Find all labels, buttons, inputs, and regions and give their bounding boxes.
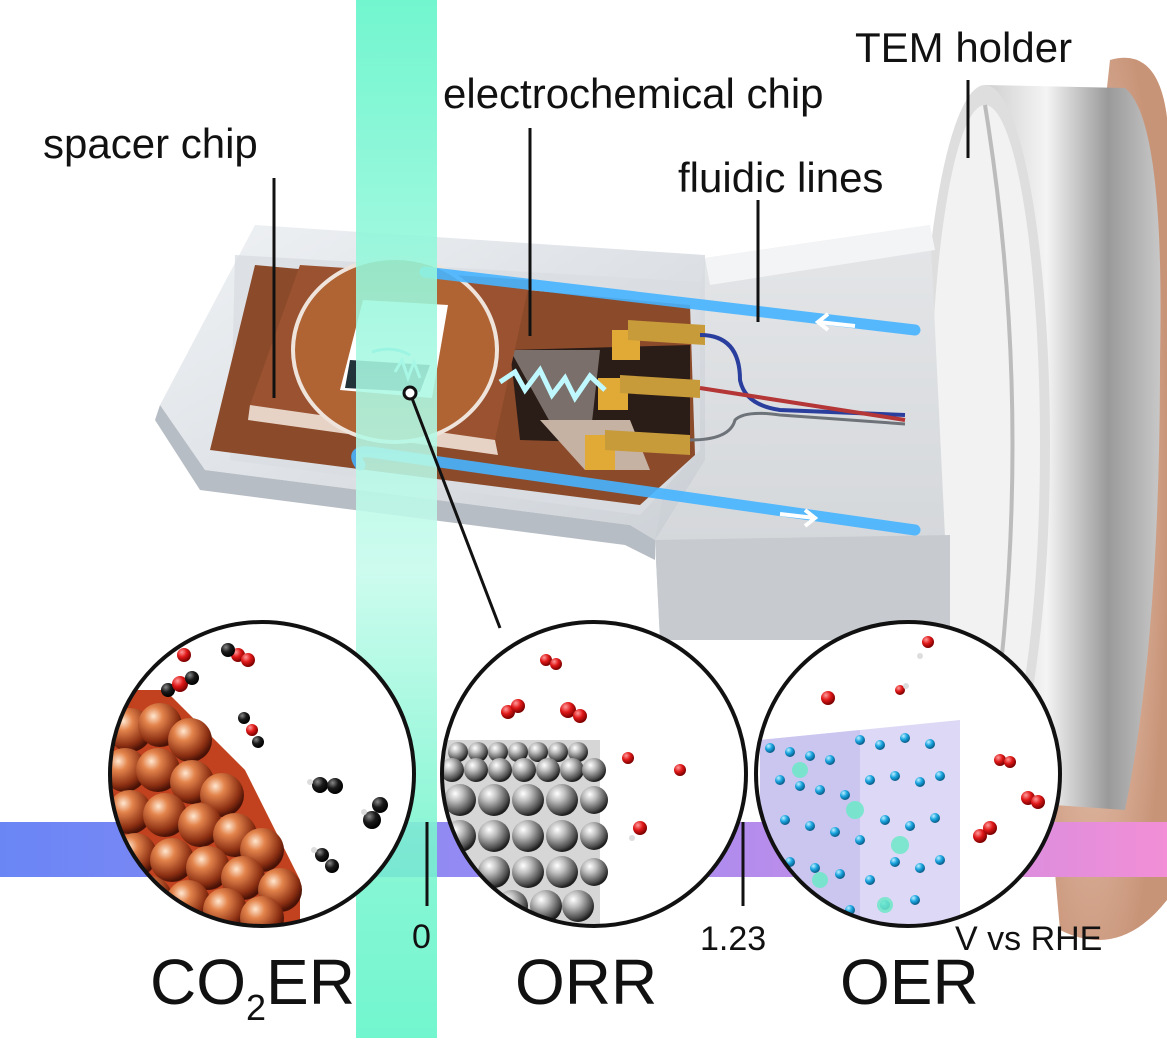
reaction-label-oer: OER bbox=[840, 946, 979, 1018]
gold-contact-pads bbox=[585, 320, 705, 470]
zoom-origin-dot bbox=[402, 385, 418, 401]
flow-arrow-in-icon bbox=[779, 508, 819, 528]
tick-label-zero: 0 bbox=[412, 918, 431, 956]
signal-squiggle bbox=[498, 365, 607, 403]
label-spacer-chip: spacer chip bbox=[43, 120, 258, 167]
label-tem-holder: TEM holder bbox=[855, 24, 1072, 71]
tem-holder-cylinder bbox=[920, 85, 1161, 810]
reaction-label-co2er: CO2ER bbox=[150, 946, 355, 1028]
label-fluidic-lines: fluidic lines bbox=[678, 154, 883, 201]
flow-arrow-out-icon bbox=[814, 312, 856, 332]
zoom-circle-co2er bbox=[108, 620, 416, 928]
electrical-wires bbox=[689, 333, 906, 442]
zoom-circle-orr bbox=[440, 620, 748, 928]
axis-unit-label: V vs RHE bbox=[955, 920, 1102, 958]
tick-label-1-23: 1.23 bbox=[700, 920, 766, 958]
label-electrochemical-chip: electrochemical chip bbox=[443, 70, 824, 117]
leader-lines bbox=[272, 80, 970, 629]
reaction-label-orr: ORR bbox=[515, 946, 657, 1018]
zoom-circle-oer bbox=[754, 620, 1062, 928]
